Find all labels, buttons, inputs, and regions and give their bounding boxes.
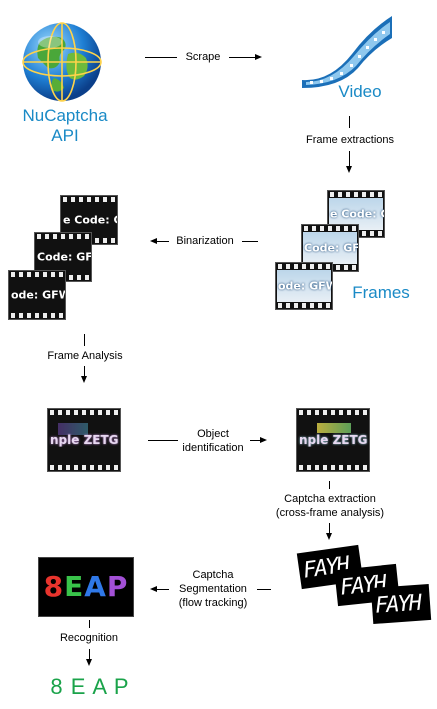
scrape-label: Scrape (185, 51, 221, 63)
frame-extractions-line-top (349, 116, 350, 128)
captcha-segmentation-line-right (257, 589, 271, 590)
recognition-arrow-head (86, 659, 92, 666)
frame-image-1: ode: GFW (275, 262, 333, 310)
scrape-arrow-line-right (229, 57, 255, 58)
recognition-label: Recognition (59, 632, 119, 644)
object-identification-label: Object identification (182, 428, 244, 454)
segmented-glyph-1: 8 (43, 570, 65, 603)
extracted-glyphs-3: FAYH (370, 584, 432, 624)
segmented-glyph-3: A (84, 570, 107, 603)
segmented-captcha-image: 8EAP (38, 557, 134, 617)
frame-text-1: ode: GFW (278, 279, 332, 293)
frame-analysis-line-bottom (84, 366, 85, 376)
binarized-text-3: e Code: GF (63, 213, 117, 227)
segmented-captcha-text: 8EAP (39, 570, 133, 603)
frame-extractions-arrow-head (346, 166, 352, 173)
binarized-text-2: Code: GFW (37, 250, 91, 264)
video-film-icon (300, 10, 395, 90)
captcha-extraction-arrow-head (326, 533, 332, 540)
scrape-arrow-head (255, 54, 262, 60)
frame-extractions-label: Frame extractions (305, 134, 395, 146)
binarization-line-right (242, 241, 258, 242)
binarization-label: Binarization (176, 235, 234, 247)
video-label: Video (338, 82, 382, 101)
recognition-line-top (89, 620, 90, 628)
scrape-arrow-line-left (145, 57, 177, 58)
object-identified-image: nple ZETG (296, 408, 370, 472)
frames-label: Frames (352, 283, 410, 302)
frame-analysis-arrow-head (81, 376, 87, 383)
binarized-text-1: ode: GFW (11, 288, 65, 302)
frame-image-2: Code: GFW (301, 224, 359, 272)
object-identification-line-left (148, 440, 178, 441)
captcha-extraction-line-top (329, 481, 330, 489)
globe-icon (20, 20, 104, 104)
frame-analysis-image: nple ZETG (47, 408, 121, 472)
recognized-result: 8 E A P (50, 674, 130, 699)
frame-text-2: Code: GFW (304, 241, 358, 255)
captcha-segmentation-line-left (157, 589, 169, 590)
binarization-arrow-head (150, 238, 157, 244)
frame-analysis-line-top (84, 334, 85, 346)
extracted-glyphs-text-3: FAYH (374, 590, 421, 619)
captcha-segmentation-label: Captcha Segmentation (flow tracking) (178, 569, 248, 609)
object-identification-line-right (250, 440, 260, 441)
captcha-segmentation-arrow-head (150, 586, 157, 592)
binarization-line-left (157, 241, 169, 242)
segmented-glyph-4: P (106, 570, 129, 603)
captcha-extraction-label: Captcha extraction (cross-frame analysis… (275, 493, 385, 519)
binarized-frame-1: ode: GFW (8, 270, 66, 320)
segmented-glyph-2: E (64, 570, 85, 603)
api-label: NuCaptcha API (22, 106, 108, 145)
object-identified-text: nple ZETG (299, 433, 368, 447)
frame-analysis-label: Frame Analysis (47, 350, 123, 362)
captcha-extraction-line-bottom (329, 523, 330, 533)
frame-analysis-text: nple ZETG (50, 433, 119, 447)
object-identification-arrow-head (260, 437, 267, 443)
recognition-line-bottom (89, 649, 90, 659)
frame-extractions-line-bottom (349, 151, 350, 166)
frame-text-3: e Code: GF (330, 207, 384, 221)
